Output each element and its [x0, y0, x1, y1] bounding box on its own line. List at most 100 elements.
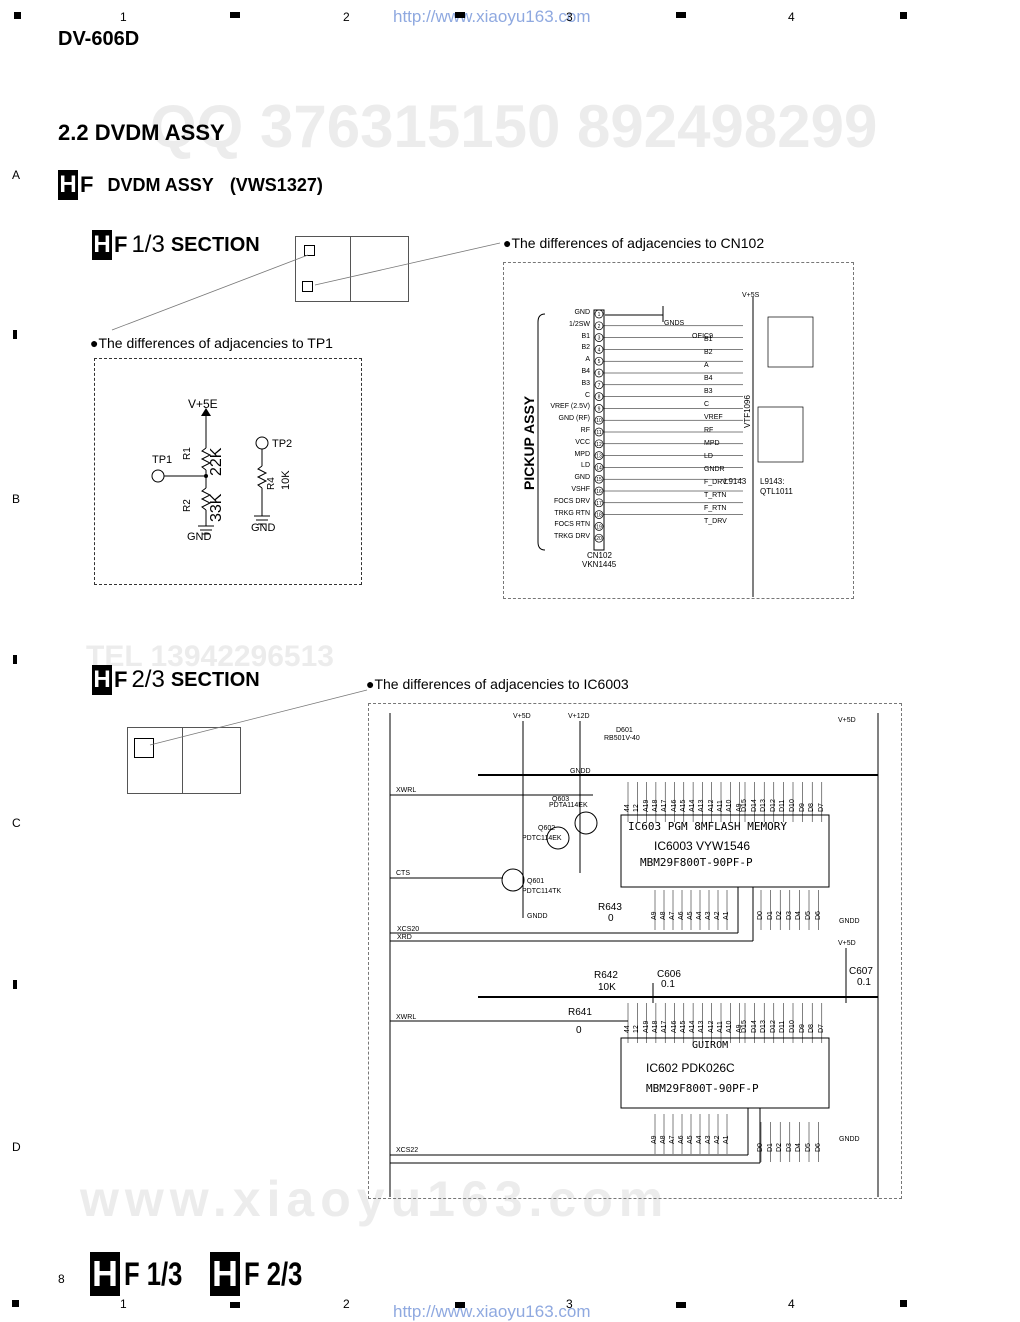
cn102-pin-label: FOCS RTN [554, 521, 590, 529]
ic603-addr-pin-label: 12 [633, 804, 641, 812]
row-label-d: D [12, 1140, 21, 1154]
cn102-part: VKN1445 [582, 560, 617, 569]
v5d-label-1: V+5D [513, 713, 531, 720]
model-title: DV-606D [58, 28, 140, 50]
column-number: 4 [788, 1297, 795, 1311]
ic603-data-pin-label: D9 [798, 803, 806, 812]
ic603-data-pin-label: D15 [741, 799, 748, 812]
gndd-label-3: GNDD [839, 918, 860, 925]
ic603-addr-low-pin-label: A8 [660, 911, 667, 920]
row-marker [13, 330, 17, 339]
ic603-addr-pin-label: A19 [642, 799, 650, 812]
section-1-locator [295, 236, 409, 302]
cn102-pin-label: C [584, 391, 590, 399]
cn102-pin-label: VSHF [571, 486, 590, 493]
cn102-pin-label: B1 [581, 332, 590, 340]
ic603-addr-pin-label: A15 [679, 799, 687, 812]
header-url[interactable]: http://www.xiaoyu163.com [393, 7, 591, 26]
cn102-pin-marker [594, 533, 604, 543]
tp1-vcc-label: V+5E [188, 397, 218, 411]
margin-square [230, 12, 240, 18]
ic602-addr-pin-label: A12 [707, 1020, 715, 1033]
cn102-pin-label: VREF (2.5V) [550, 403, 590, 411]
cn102-pin-number: 3 [598, 336, 601, 342]
ic602-data-pin-label: D9 [798, 1024, 806, 1033]
note-cn102: ●The differences of adjacencies to CN102 [503, 235, 765, 251]
cn102-pin-label: GND [574, 309, 590, 316]
v12d-label: V+12D [568, 713, 590, 720]
cn102-ref: CN102 [587, 551, 612, 560]
ic602-data-pin-label: D11 [779, 1020, 787, 1033]
cn102-signal-label: VREF [704, 414, 723, 421]
tp1-label: TP1 [152, 454, 173, 466]
cn102-pin-label: A [585, 356, 590, 364]
ic603-addr-pin-label: 44 [624, 804, 631, 812]
hf-badge: H [90, 1252, 120, 1296]
c606-value: 0.1 [661, 979, 675, 990]
cn102-pin-number: 7 [598, 383, 601, 389]
ic602-addr-pin-label: 44 [624, 1025, 631, 1033]
section-2-heading: H F 2/3 SECTION [92, 665, 260, 695]
footer-section-1: F 1/3 [124, 1255, 183, 1292]
row-label-a: A [12, 168, 21, 182]
cn102-pin-label: 1/2SW [568, 320, 590, 328]
footer-url[interactable]: http://www.xiaoyu163.com [393, 1302, 591, 1321]
ic603-data-low-pin-label: D2 [776, 911, 784, 920]
v5d-label-3: V+5D [838, 940, 856, 947]
ic603-addr-pin-label: A17 [661, 799, 669, 812]
ic603-addr-pin-label: A13 [698, 799, 706, 812]
l9143-note: L9143: [760, 477, 785, 486]
row-marker [13, 655, 17, 664]
v5d-label-2: V+5D [838, 717, 856, 724]
r642-label: R642 [594, 970, 618, 981]
ic603-data-pin-label: D8 [808, 803, 816, 812]
cn102-pin-marker [594, 404, 604, 413]
ic603-data-pin-label: D11 [779, 799, 787, 812]
cn102-pin-marker [594, 498, 604, 508]
ic602-addr-low-pin-label: A7 [669, 1135, 676, 1144]
cn102-pin-marker [594, 451, 604, 460]
ic602-addr-low-pin-label: A4 [696, 1135, 703, 1144]
ic602-name: GUIROM [692, 1040, 729, 1051]
cn102-pin-marker [594, 345, 604, 354]
tp1-schematic [151, 408, 270, 535]
ic602-data-low-pin-label: D2 [776, 1143, 784, 1152]
cn102-pin-marker [594, 474, 604, 484]
cn102-pin-number: 11 [596, 430, 601, 436]
gndd-label-4: GNDD [839, 1136, 860, 1143]
r642-value: 10K [598, 982, 616, 993]
ic602-data-pin-label: D10 [789, 1020, 796, 1033]
ic603-addr-low-pin-label: A2 [714, 911, 721, 920]
r641-label: R641 [568, 1007, 592, 1018]
ic603-data-pin-label: D13 [760, 799, 768, 812]
section-2-locator [127, 727, 241, 794]
ic603-data-low-pin-label: D0 [757, 911, 764, 920]
hf-badge: H [58, 170, 78, 200]
hf-badge: H [210, 1252, 240, 1296]
margin-square [900, 1300, 907, 1307]
margin-square [14, 12, 21, 19]
cn102-signal-label: T_RTN [704, 492, 727, 499]
cn102-signal-label: MPD [704, 440, 720, 447]
cts-label: CTS [396, 870, 410, 877]
ic603-data-low-pin-label: D3 [785, 911, 793, 920]
margin-square [676, 12, 686, 18]
cn102-pin-number: 4 [598, 347, 601, 353]
c606-label: C606 [657, 969, 681, 980]
ic602-addr-pin-label: A11 [717, 1021, 724, 1033]
c607-value: 0.1 [857, 977, 871, 988]
margin-square [230, 1302, 240, 1308]
ic602-addr-low-pin-label: A5 [687, 1135, 694, 1144]
section-1-word: SECTION [170, 233, 260, 256]
l9143-ref: L9143 [724, 477, 747, 486]
ic603-addr-low-pin-label: A4 [696, 911, 703, 920]
ic602-addr-pin-label: A10 [726, 1020, 734, 1033]
cn102-pin-marker [594, 463, 604, 472]
cn102-pin-label: MPD [574, 450, 590, 458]
xcs22-label: XCS22 [396, 1147, 419, 1154]
cn102-pin-number: 19 [596, 524, 602, 530]
cn102-pin-number: 15 [596, 477, 602, 483]
c607-label: C607 [849, 966, 873, 977]
hf-badge: H [92, 230, 112, 260]
